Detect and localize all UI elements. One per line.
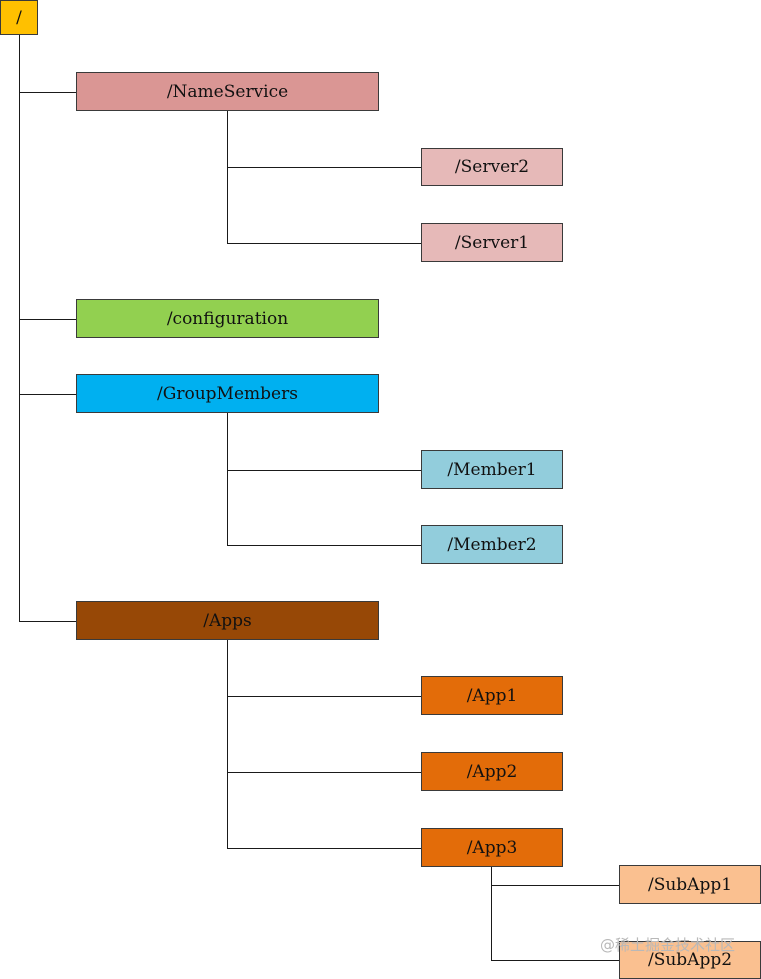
watermark: @稀土掘金技术社区 (599, 936, 735, 954)
trunk-app3 (491, 867, 492, 961)
node-member2: /Member2 (421, 525, 563, 564)
node-groupmembers: /GroupMembers (76, 374, 379, 413)
trunk-nameservice (227, 111, 228, 244)
node-app2: /App2 (421, 752, 563, 791)
node-app3: /App3 (421, 828, 563, 867)
node-apps: /Apps (76, 601, 379, 640)
connector-root-groupmembers (19, 394, 76, 395)
connector-nameservice-server2 (227, 167, 421, 168)
node-label-apps: /Apps (203, 610, 252, 631)
node-label-app2: /App2 (466, 761, 518, 782)
node-member1: /Member1 (421, 450, 563, 489)
node-label-subapp1: /SubApp1 (647, 874, 733, 895)
node-label-nameservice: /NameService (166, 81, 289, 102)
node-label-server2: /Server2 (454, 157, 530, 177)
node-label-server1: /Server1 (454, 232, 530, 253)
node-label-subapp2: /SubApp2 (647, 950, 733, 970)
connector-apps-app1 (227, 696, 421, 697)
node-label-root: / (16, 7, 22, 28)
node-server1: /Server1 (421, 223, 563, 262)
trunk-root (19, 35, 20, 622)
connector-root-apps (19, 621, 76, 622)
node-label-member1: /Member1 (447, 459, 537, 480)
node-label-app1: /App1 (466, 685, 518, 706)
trunk-apps (227, 640, 228, 849)
node-label-configuration: /configuration (166, 308, 289, 329)
connector-app3-subapp1 (491, 885, 619, 886)
connector-root-nameservice (19, 92, 76, 93)
node-configuration: /configuration (76, 299, 379, 338)
connector-app3-subapp2 (491, 960, 619, 961)
connector-root-configuration (19, 319, 76, 320)
node-label-member2: /Member2 (447, 534, 537, 555)
node-label-app3: /App3 (466, 837, 518, 858)
connector-groupmembers-member2 (227, 545, 421, 546)
node-app1: /App1 (421, 676, 563, 715)
connector-apps-app2 (227, 772, 421, 773)
node-label-groupmembers: /GroupMembers (157, 383, 298, 404)
trunk-groupmembers (227, 413, 228, 546)
connector-groupmembers-member1 (227, 470, 421, 471)
node-subapp1: /SubApp1 (619, 865, 761, 904)
node-server2: /Server2 (421, 148, 563, 186)
node-nameservice: /NameService (76, 72, 379, 111)
connector-apps-app3 (227, 848, 421, 849)
connector-nameservice-server1 (227, 243, 421, 244)
node-root: / (0, 0, 38, 35)
